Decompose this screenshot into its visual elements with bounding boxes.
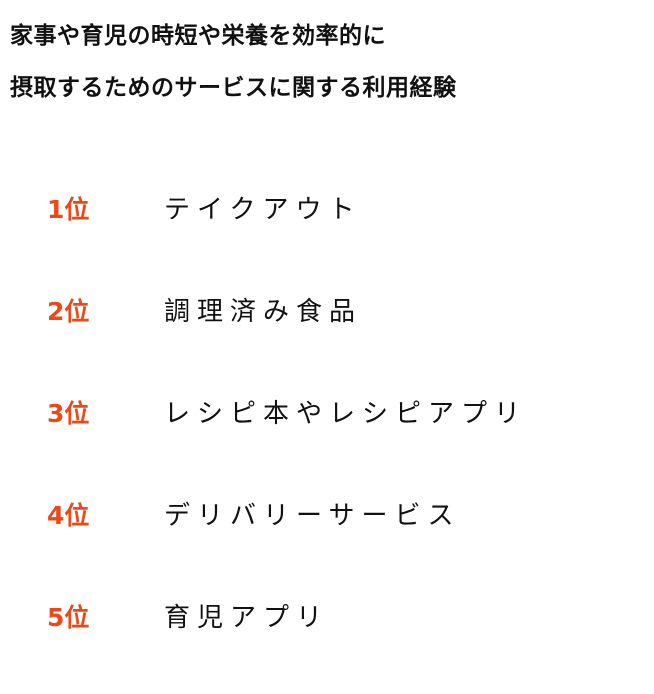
ranking-row-2: 2位 調理済み食品 bbox=[0, 286, 654, 388]
ranking-row-5: 5位 育児アプリ bbox=[0, 592, 654, 694]
ranking-row-1: 1位 テイクアウト bbox=[0, 184, 654, 286]
title-line-2: 摂取するためのサービスに関する利用経験 bbox=[10, 75, 457, 101]
ranking-row-4: 4位 デリバリーサービス bbox=[0, 490, 654, 592]
rank-label: 3位 bbox=[47, 399, 90, 428]
ranking-row-3: 3位 レシピ本やレシピアプリ bbox=[0, 388, 654, 490]
ranking-list: 1位 テイクアウト 2位 調理済み食品 3位 レシピ本やレシピアプリ 4位 デリ… bbox=[0, 184, 654, 694]
rank-item-name: テイクアウト bbox=[164, 195, 362, 225]
rank-label: 4位 bbox=[47, 501, 90, 530]
title-line-1: 家事や育児の時短や栄養を効率的に bbox=[10, 23, 386, 49]
page-title: 家事や育児の時短や栄養を効率的に 摂取するためのサービスに関する利用経験 bbox=[10, 10, 457, 114]
rank-item-name: レシピ本やレシピアプリ bbox=[164, 399, 528, 429]
rank-item-name: デリバリーサービス bbox=[164, 501, 461, 531]
rank-label: 2位 bbox=[47, 297, 90, 326]
rank-label: 1位 bbox=[47, 195, 90, 224]
rank-label: 5位 bbox=[47, 603, 90, 632]
rank-item-name: 調理済み食品 bbox=[164, 297, 363, 327]
rank-item-name: 育児アプリ bbox=[164, 603, 330, 633]
